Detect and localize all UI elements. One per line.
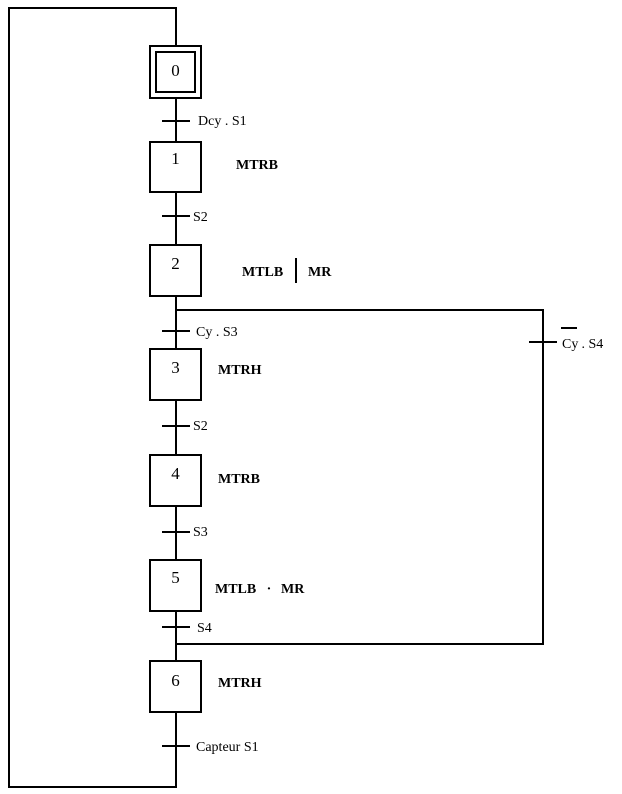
transition-label-5-6: S4	[197, 621, 212, 636]
transition-label-2-3: Cy . S3	[196, 325, 238, 340]
action-step-1: MTRB	[236, 158, 278, 173]
step-4-box	[149, 454, 202, 507]
step-6-number: 6	[171, 671, 180, 690]
step-4-number: 4	[171, 464, 180, 483]
skip-branch	[176, 309, 544, 645]
transition-label-2-6: Cy. S4	[562, 337, 603, 352]
step-0-number: 0	[171, 61, 180, 80]
action-step-3: MTRH	[218, 363, 262, 378]
step-3-number: 3	[171, 358, 180, 377]
step-6-box	[149, 660, 202, 713]
step-5-box	[149, 559, 202, 612]
step-1-number: 1	[171, 149, 180, 168]
transition-label-4-5: S3	[193, 525, 208, 540]
step-2-number: 2	[171, 254, 180, 273]
transition-label-2-6-rest: . S4	[581, 337, 603, 352]
step-2-box	[149, 244, 202, 297]
step-0-inner-box	[155, 51, 196, 93]
action-step-2-right: MR	[308, 265, 332, 280]
action-step-2-left: MTLB	[242, 265, 283, 280]
action-step-6: MTRH	[218, 676, 262, 691]
action-step-4: MTRB	[218, 472, 260, 487]
step-1-box	[149, 141, 202, 193]
transition-label-3-4: S2	[193, 419, 208, 434]
return-loop	[8, 7, 177, 788]
transition-label-0-1: Dcy . S1	[198, 114, 247, 129]
action-step-5-right: MR	[281, 582, 305, 597]
action-step-5-left: MTLB	[215, 582, 256, 597]
transition-label-6-0: Capteur S1	[196, 740, 259, 755]
action-step-5-separator: ·	[267, 582, 272, 597]
step-3-box	[149, 348, 202, 401]
step-0-box	[149, 45, 202, 99]
step-5-number: 5	[171, 568, 180, 587]
transition-label-2-6-prefix: Cy	[562, 337, 578, 352]
transition-label-1-2: S2	[193, 210, 208, 225]
